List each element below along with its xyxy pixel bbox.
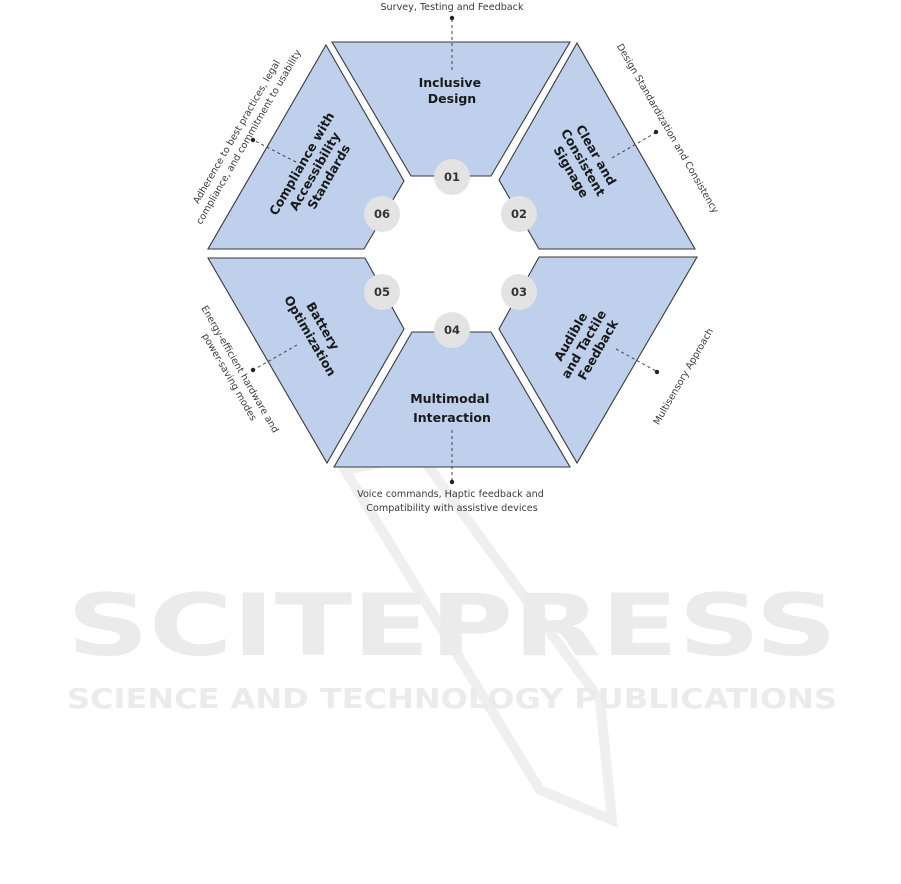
segment-01-shape: [331, 41, 571, 177]
segment-05-shape: [207, 257, 405, 465]
segment-01: Inclusive Design 01 Survey, Testing and …: [331, 2, 571, 195]
svg-text:Multimodal Interaction: Multimodal Interaction: [410, 391, 494, 425]
segment-04-number: 04: [444, 323, 460, 337]
segment-04-title-line-2: Interaction: [413, 410, 491, 425]
svg-text:Inclusive Design: Inclusive Design: [419, 75, 486, 106]
segment-02-number: 02: [511, 207, 527, 221]
segment-02-note-dot: [653, 129, 659, 135]
segment-06-number-badge: [364, 196, 400, 232]
segment-05-note-dot: [250, 367, 256, 373]
segment-02-shape: [498, 41, 696, 250]
segment-05-number: 05: [374, 285, 390, 299]
segment-03-number-badge: [501, 274, 537, 310]
segment-01-number: 01: [444, 170, 460, 184]
watermark: SCITEPRESS SCIENCE AND TECHNOLOGY PUBLIC…: [67, 449, 837, 828]
segment-04-title-line-1: Multimodal: [410, 391, 489, 406]
watermark-main: SCITEPRESS: [67, 576, 837, 676]
segment-04-note-dot: [449, 479, 455, 485]
segment-03-note-dot: [654, 369, 660, 375]
segment-04-number-badge: [434, 312, 470, 348]
segment-01-title-line-1: Inclusive: [419, 75, 482, 90]
segment-01-note-dot: [449, 15, 455, 21]
segment-05-number-badge: [364, 274, 400, 310]
segment-06-number: 06: [374, 207, 390, 221]
segment-01-note: Survey, Testing and Feedback: [380, 2, 523, 13]
segment-04-note: Voice commands, Haptic feedback and Comp…: [357, 489, 547, 514]
segment-03-note: Multisensory Approach: [652, 327, 716, 427]
segment-03-number: 03: [511, 285, 527, 299]
segment-04: Multimodal Interaction 04 Voice commands…: [333, 312, 571, 514]
segment-02-number-badge: [501, 196, 537, 232]
segment-01-title-line-2: Design: [428, 91, 476, 106]
segment-06-note-dot: [250, 137, 256, 143]
segment-06-shape: [207, 43, 405, 250]
segment-01-number-badge: [434, 159, 470, 195]
watermark-sub: SCIENCE AND TECHNOLOGY PUBLICATIONS: [67, 682, 837, 715]
